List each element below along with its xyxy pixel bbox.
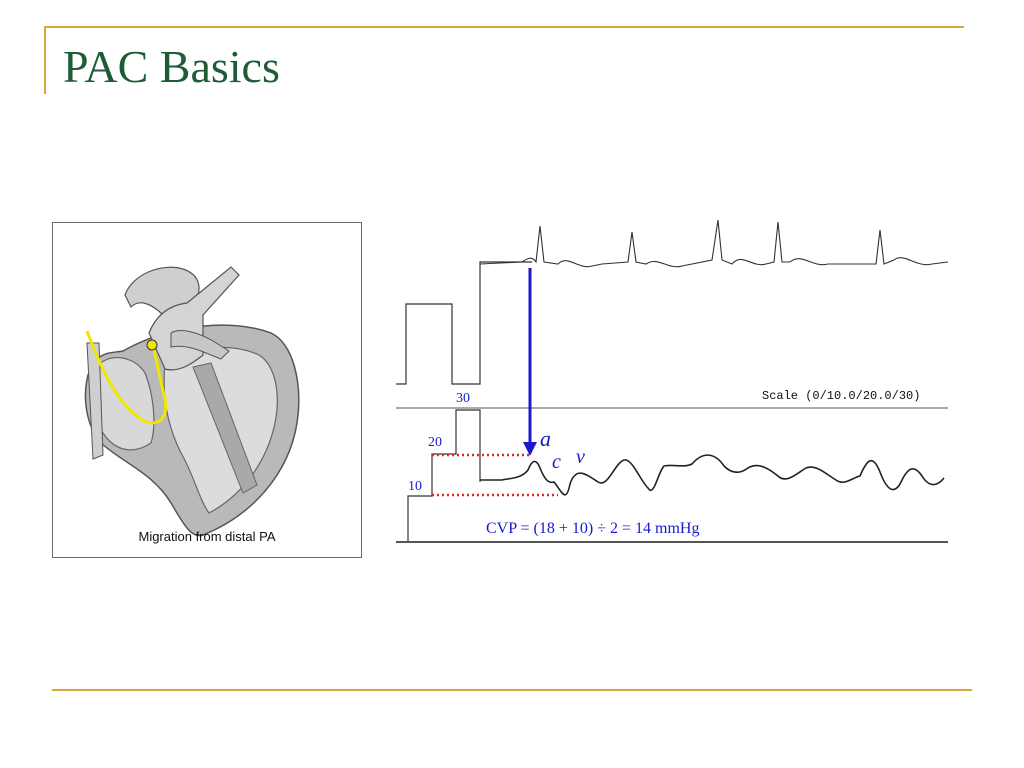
heart-illustration-panel: Migration from distal PA	[52, 222, 362, 558]
ecg-calibration-pulse	[396, 261, 532, 385]
v-wave-label: v	[576, 446, 585, 468]
top-rule	[44, 26, 964, 28]
ecg-trace	[479, 219, 949, 268]
cvp-trace	[480, 454, 945, 496]
left-accent-rule	[44, 26, 46, 94]
heart-caption: Migration from distal PA	[138, 529, 276, 544]
catheter-balloon-tip	[146, 339, 158, 351]
waveform-panel: Scale (0/10.0/20.0/30) 10 20 30 a c v CV…	[392, 212, 952, 557]
aorta	[124, 266, 200, 316]
bottom-rule	[52, 689, 972, 691]
step-label-20: 20	[428, 435, 442, 450]
step-label-30: 30	[456, 391, 470, 406]
timing-arrow-head	[523, 442, 537, 456]
c-wave-label: c	[552, 451, 561, 473]
pressure-waveform-figure: Scale (0/10.0/20.0/30) 10 20 30 a c v CV…	[396, 219, 949, 543]
cvp-formula: CVP = (18 + 10) ÷ 2 = 14 mmHg	[486, 520, 699, 537]
heart-illustration	[84, 266, 300, 537]
pulmonary-branch	[170, 330, 230, 360]
slide-title: PAC Basics	[63, 41, 280, 92]
a-wave-label: a	[540, 426, 551, 451]
step-label-10: 10	[408, 479, 422, 494]
pa-catheter	[85, 330, 168, 425]
scale-label: Scale (0/10.0/20.0/30)	[762, 389, 920, 403]
septum	[192, 362, 258, 494]
calibration-staircase	[407, 409, 481, 542]
vena-cava	[86, 342, 104, 460]
